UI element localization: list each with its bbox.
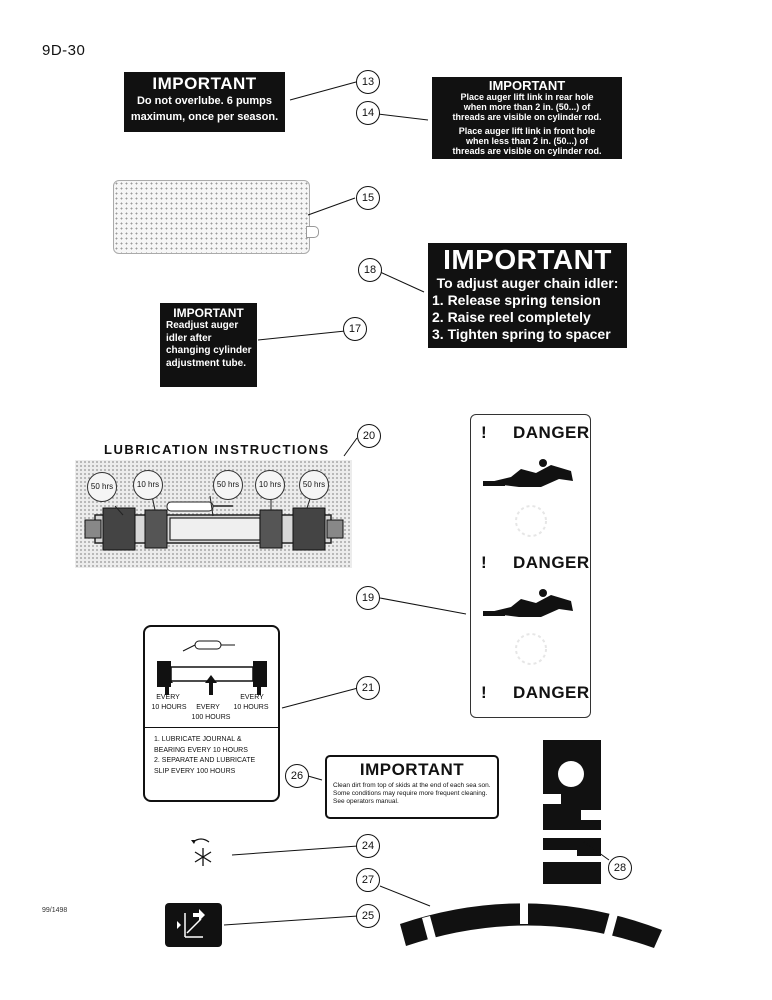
callout-28: 28 [608,856,632,880]
decal-17-line-3: changing cylinder [166,345,252,356]
decal-26-body: Clean dirt from top of skids at the end … [333,782,491,805]
decal-13-line-1: Do not overlube. 6 pumps [136,95,273,107]
decal-14-para1-line1: Place auger lift link in rear hole [460,92,594,102]
decal-18-chain-idler: IMPORTANT To adjust auger chain idler: 1… [428,243,627,348]
reel-lift-control-icon [177,909,205,938]
driveshaft-grease-icon [157,640,267,695]
interval-10-hrs-right: 10 hrs [255,470,285,500]
danger-bang-1: ! [481,423,488,442]
callout-21: 21 [356,676,380,700]
decal-17-line-1: Readjust auger [166,320,239,331]
callout-20: 20 [357,424,381,448]
decal-21-divider [145,727,278,728]
callout-14: 14 [356,101,380,125]
every-right: EVERY [240,694,264,701]
decal-24-reel-rotation-icon [191,838,212,866]
decal-20-lubrication-panel: 50 hrs 10 hrs 50 hrs 10 hrs 50 hrs [75,460,352,568]
callout-18: 18 [358,258,382,282]
callout-25: 25 [356,904,380,928]
interval-50-hrs-right: 50 hrs [299,470,329,500]
decal-13-overlube-warning: IMPORTANT Do not overlube. 6 pumps maxim… [124,72,285,132]
decal-21-step-line-4: SLIP EVERY 100 HOURS [154,767,236,775]
decal-14-title: IMPORTANT [488,78,566,93]
decal-18-step-1: 1. Release spring tension [432,292,601,308]
decal-14-auger-lift-link: IMPORTANT Place auger lift link in rear … [432,77,622,159]
decal-20-title: LUBRICATION INSTRUCTIONS [104,442,330,457]
decal-18-title: IMPORTANT [443,244,612,275]
decal-14-para2-line2: when less than 2 in. (50...) of [465,136,589,146]
decal-17-line-4: adjustment tube. [166,357,247,369]
decal-14-para2-line3: threads are visible on cylinder rod. [452,146,602,156]
hours-mid: 100 HOURS [191,714,231,721]
faded-graphic-1 [515,505,547,537]
decal-18-step-3: 3. Tighten spring to spacer [432,326,611,342]
decal-15-reflector [113,180,310,254]
decal-21-step-line-3: 2. SEPARATE AND LUBRICATE [154,757,256,764]
callout-27: 27 [356,868,380,892]
decal-13-line-2: maximum, once per season. [130,111,279,123]
danger-label-1: DANGER [513,423,590,442]
decal-28-striped-reflector [543,740,601,884]
decal-27-curved-stripe [400,902,662,948]
danger-label-2: DANGER [513,553,590,572]
callout-17: 17 [343,317,367,341]
hours-right: 10 HOURS [233,704,269,711]
decal-26-title: IMPORTANT [359,760,465,779]
decal-21-lube-schedule: EVERY 10 HOURS EVERY 100 HOURS EVERY 10 … [143,625,280,802]
decal-14-para2-line1: Place auger lift link in front hole [458,126,596,136]
interval-50-hrs-left: 50 hrs [87,472,117,502]
interval-50-hrs-center: 50 hrs [213,470,243,500]
decal-18-subtitle: To adjust auger chain idler: [436,275,619,291]
danger-label-3: DANGER [513,683,590,702]
decal-25-control-icon [165,903,222,947]
danger-bang-2: ! [481,553,488,572]
decal-18-step-2: 2. Raise reel completely [432,309,591,325]
decal-19-danger: ! DANGER ! DANGER ! DANGER [470,414,591,718]
entanglement-hazard-icon [483,459,573,487]
decal-14-para1-line3: threads are visible on cylinder rod. [452,112,602,122]
decal-21-step-line-2: BEARING EVERY 10 HOURS [154,746,248,754]
driveshaft-illustration [84,495,344,551]
decal-15-tab [306,226,319,238]
faded-graphic-2 [515,633,547,665]
callout-26: 26 [285,764,309,788]
decal-26-clean-skids: IMPORTANT Clean dirt from top of skids a… [325,755,499,819]
footer-code: 99/1498 [42,907,68,914]
entanglement-hazard-icon-2 [483,589,573,617]
every-left: EVERY [156,694,180,701]
every-mid: EVERY [196,704,220,711]
decal-17-title: IMPORTANT [173,306,244,320]
decal-14-para1-line2: when more than 2 in. (50...) of [463,102,591,112]
interval-10-hrs-left: 10 hrs [133,470,163,500]
decal-21-steps: 1. LUBRICATE JOURNAL & BEARING EVERY 10 … [154,735,274,777]
callout-24: 24 [356,834,380,858]
callout-15: 15 [356,186,380,210]
decal-17-readjust-idler: IMPORTANT Readjust auger idler after cha… [160,303,257,387]
decal-13-title: IMPORTANT [152,74,257,93]
page-number: 9D-30 [42,42,86,59]
decal-17-line-2: idler after [166,332,212,344]
callout-13: 13 [356,70,380,94]
danger-bang-3: ! [481,683,488,702]
decal-21-step-line-1: 1. LUBRICATE JOURNAL & [154,736,242,743]
hours-left: 10 HOURS [151,704,187,711]
callout-19: 19 [356,586,380,610]
